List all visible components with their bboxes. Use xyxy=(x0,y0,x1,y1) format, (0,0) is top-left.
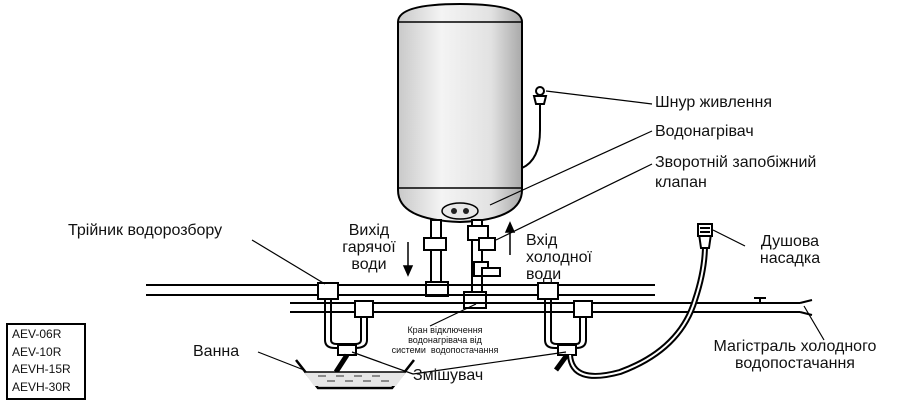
label-check-valve: Зворотній запобіжний клапан xyxy=(655,154,817,191)
label-tee: Трійник водорозбору xyxy=(68,222,223,239)
bath xyxy=(295,359,415,390)
power-cord xyxy=(521,86,548,169)
label-water-heater: Водонагрівач xyxy=(655,123,754,140)
shower-mixer xyxy=(553,344,577,372)
model-item: AEV-06R xyxy=(12,327,62,341)
bath-mixer xyxy=(333,344,357,374)
flow-arrows xyxy=(402,221,516,277)
label-shutoff-valve: Кран відключення водонагрівача від систе… xyxy=(391,325,499,355)
main-valve xyxy=(754,297,813,316)
model-item: AEVH-15R xyxy=(12,362,71,376)
hot-tees xyxy=(317,282,559,300)
water-heater-tank xyxy=(397,2,523,224)
model-item: AEVH-30R xyxy=(12,379,71,394)
label-mixer: Змішувач xyxy=(413,367,484,384)
cold-tees xyxy=(354,300,593,318)
model-list: AEV-06R AEV-10R AEVH-15R AEVH-30R xyxy=(6,323,86,400)
hot-water-line xyxy=(146,284,655,296)
label-hot-outlet: Вихід гарячої води xyxy=(342,222,396,273)
label-bath: Ванна xyxy=(193,343,240,360)
label-power-cord: Шнур живлення xyxy=(655,94,773,111)
label-shower-head: Душова насадка xyxy=(759,233,821,267)
label-main-cold: Магістраль холодного водопостачання xyxy=(713,338,877,372)
leader-lines xyxy=(251,90,825,375)
label-cold-inlet: Вхід холодної води xyxy=(526,232,592,283)
shower-head xyxy=(697,223,713,249)
model-item: AEV-10R xyxy=(12,344,62,359)
shower-hose xyxy=(567,244,708,379)
